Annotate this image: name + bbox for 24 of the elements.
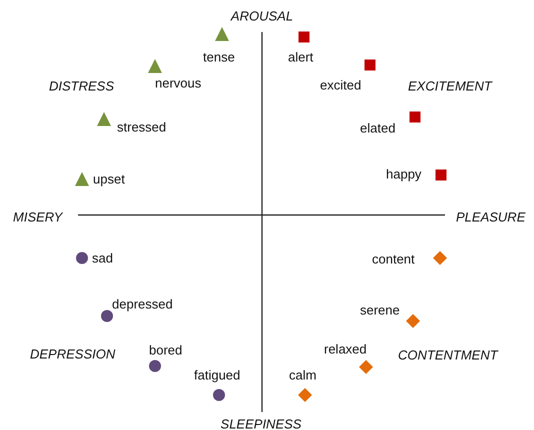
emotion-label: serene [360, 302, 400, 318]
axis-label: EXCITEMENT [408, 78, 492, 94]
emotion-label: tense [203, 50, 235, 64]
axis-label: MISERY [13, 210, 62, 224]
emotion-label: sad [92, 250, 113, 266]
emotion-label: upset [93, 172, 125, 186]
emotion-label: calm [289, 368, 316, 382]
axis-label: AROUSAL [230, 8, 294, 24]
emotion-label: elated [360, 120, 396, 136]
emotion-label: alert [288, 50, 314, 64]
emotion-label: excited [320, 78, 362, 92]
emotion-label: nervous [155, 76, 202, 90]
axis-label: DEPRESSION [30, 346, 116, 362]
emotion-label: happy [386, 166, 422, 182]
emotion-label: bored [149, 342, 182, 358]
emotion-label: fatigued [194, 368, 240, 382]
axis-label: DISTRESS [49, 78, 114, 94]
emotion-label: depressed [112, 296, 173, 312]
emotion-label: stressed [117, 120, 166, 134]
axis-label: SLEEPINESS [220, 416, 302, 430]
emotion-label: content [372, 252, 415, 266]
axis-label: PLEASURE [456, 210, 526, 224]
emotion-label: relaxed [324, 342, 367, 356]
axis-label: CONTENTMENT [398, 348, 498, 362]
